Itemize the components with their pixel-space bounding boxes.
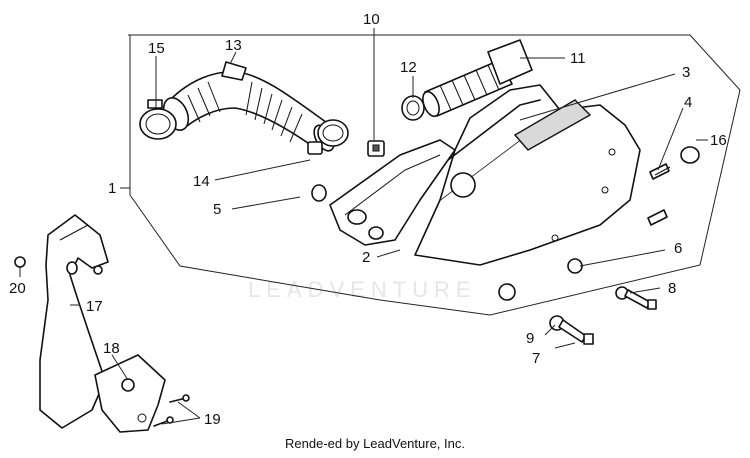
callout-4: 4 [684, 94, 692, 111]
callout-11: 11 [570, 50, 586, 67]
callout-16: 16 [710, 132, 727, 149]
hose-clamp-left [139, 99, 177, 140]
callout-14: 14 [193, 173, 210, 190]
leader-lines [19, 28, 708, 425]
callout-6: 6 [674, 240, 682, 257]
render-credit: Rende-ed by LeadVenture, Inc. [285, 436, 465, 451]
callout-13: 13 [225, 37, 242, 54]
nut-20 [14, 256, 26, 268]
callout-5: 5 [213, 201, 221, 218]
callout-15: 15 [148, 40, 165, 57]
callout-12: 12 [400, 59, 417, 76]
callout-3: 3 [682, 64, 690, 81]
callout-19: 19 [204, 411, 221, 428]
callout-7: 7 [532, 350, 540, 367]
callout-10: 10 [363, 11, 380, 28]
bolt-7 [549, 315, 594, 345]
callout-20: 20 [9, 280, 26, 297]
drain-plug [680, 146, 700, 164]
clip-nut [367, 140, 385, 157]
callout-17: 17 [86, 298, 103, 315]
callout-1: 1 [108, 180, 116, 197]
grommet [311, 184, 327, 202]
grommet-6a [567, 258, 583, 274]
bolt-8 [615, 286, 657, 310]
air-box-cover [329, 139, 456, 246]
intake-hose [162, 61, 335, 152]
callout-9: 9 [526, 330, 534, 347]
screw-upper [649, 163, 671, 180]
screw-lower [647, 209, 668, 226]
callout-8: 8 [668, 280, 676, 297]
air-box-housing [414, 84, 641, 266]
assembly-outline [128, 34, 741, 316]
hose-clamp-right [307, 119, 349, 155]
bracket-plate [94, 354, 166, 433]
screws-19 [153, 394, 190, 427]
spring-clamp [401, 95, 425, 121]
intake-snorkel [422, 39, 533, 118]
heat-shield [39, 214, 109, 429]
watermark: LEADVENTURE [248, 277, 477, 302]
callout-2: 2 [362, 249, 370, 266]
callout-18: 18 [103, 340, 120, 357]
grommet-6b [498, 283, 516, 301]
